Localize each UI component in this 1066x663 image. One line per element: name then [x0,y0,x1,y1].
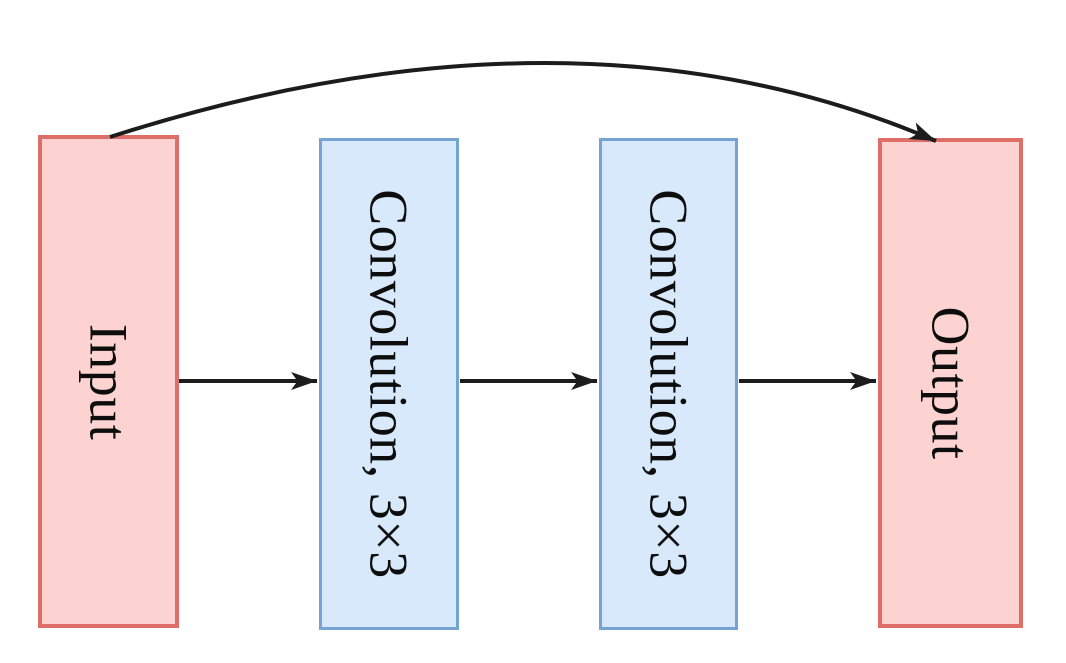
input-node: Input [38,135,179,628]
output-node: Output [878,138,1023,628]
convolution-2-label: Convolution, 3×3 [638,189,699,579]
skip-connection-arrow [109,61,937,143]
output-label: Output [920,306,981,460]
input-label: Input [78,323,139,440]
convolution-1-label: Convolution, 3×3 [359,189,420,579]
convolution-1-node: Convolution, 3×3 [319,138,459,630]
convolution-2-node: Convolution, 3×3 [599,138,738,630]
